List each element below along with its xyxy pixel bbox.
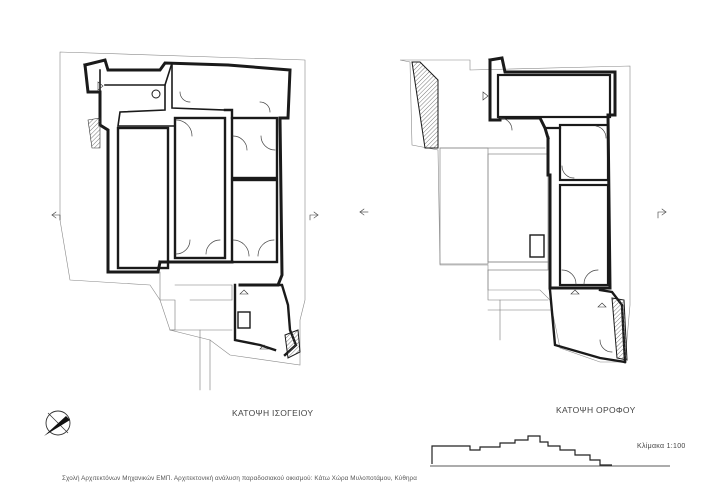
settlement-skyline — [430, 435, 670, 467]
nw-rooms — [87, 61, 226, 127]
upper-door-swings — [499, 117, 613, 353]
upper-outer-walls — [488, 56, 617, 290]
scale-label: Κλίμακα 1:100 — [637, 443, 686, 450]
ground-stair — [87, 117, 101, 149]
upper-rooms — [496, 73, 612, 287]
upper-stair — [411, 61, 439, 149]
section-markers — [51, 211, 319, 221]
door-swings — [175, 91, 276, 257]
ground-floor-title: ΚΑΤΟΨΗ ΙΣΟΓΕΙΟΥ — [232, 408, 314, 418]
level-marks — [97, 81, 269, 350]
upper-level-marks — [482, 91, 607, 308]
upper-section-markers — [359, 208, 667, 219]
upper-east-hatch — [611, 297, 628, 361]
upper-ghost-walls — [439, 147, 549, 271]
upper-floor-plan — [359, 56, 667, 364]
south-wing-hatch — [284, 329, 301, 359]
ground-floor-plan — [51, 51, 319, 391]
courtyard-lines — [159, 271, 233, 391]
compass-icon — [44, 410, 71, 436]
upper-floor-title: ΚΑΤΟΨΗ ΟΡΟΦΟΥ — [556, 405, 636, 415]
upper-courtyard-lines — [487, 269, 551, 341]
credit-line: Σχολή Αρχιτεκτόνων Μηχανικών ΕΜΠ. Αρχιτε… — [62, 475, 417, 482]
outer-walls — [83, 58, 292, 287]
main-rooms — [116, 108, 279, 270]
